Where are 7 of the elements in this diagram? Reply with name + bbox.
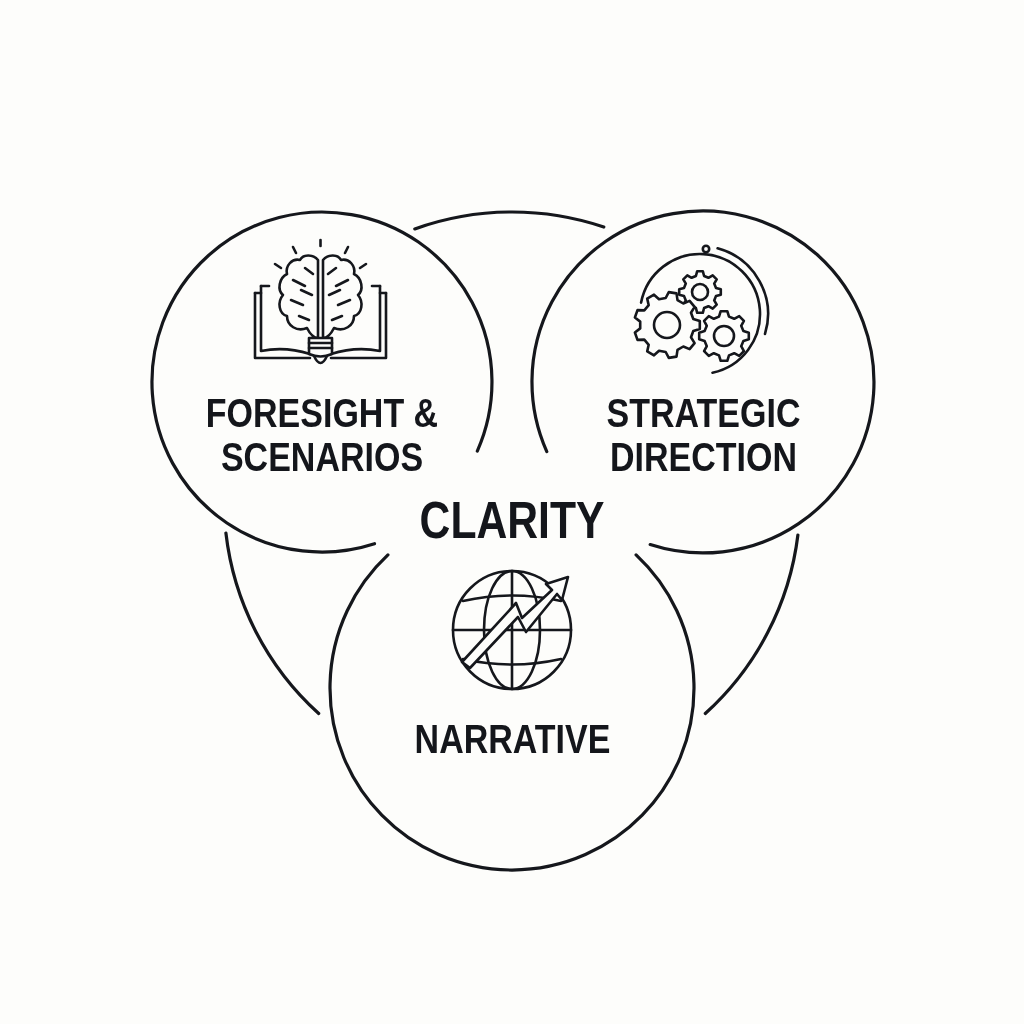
connector-arc bbox=[703, 533, 800, 716]
connector-arc bbox=[224, 531, 321, 716]
concept-label: NARRATIVE bbox=[413, 717, 611, 761]
concept-label: FORESIGHT & SCENARIOS bbox=[204, 391, 440, 479]
connector-arc bbox=[413, 210, 606, 231]
concept-label: STRATEGIC DIRECTION bbox=[605, 391, 801, 479]
center-label: CLARITY bbox=[418, 491, 606, 549]
